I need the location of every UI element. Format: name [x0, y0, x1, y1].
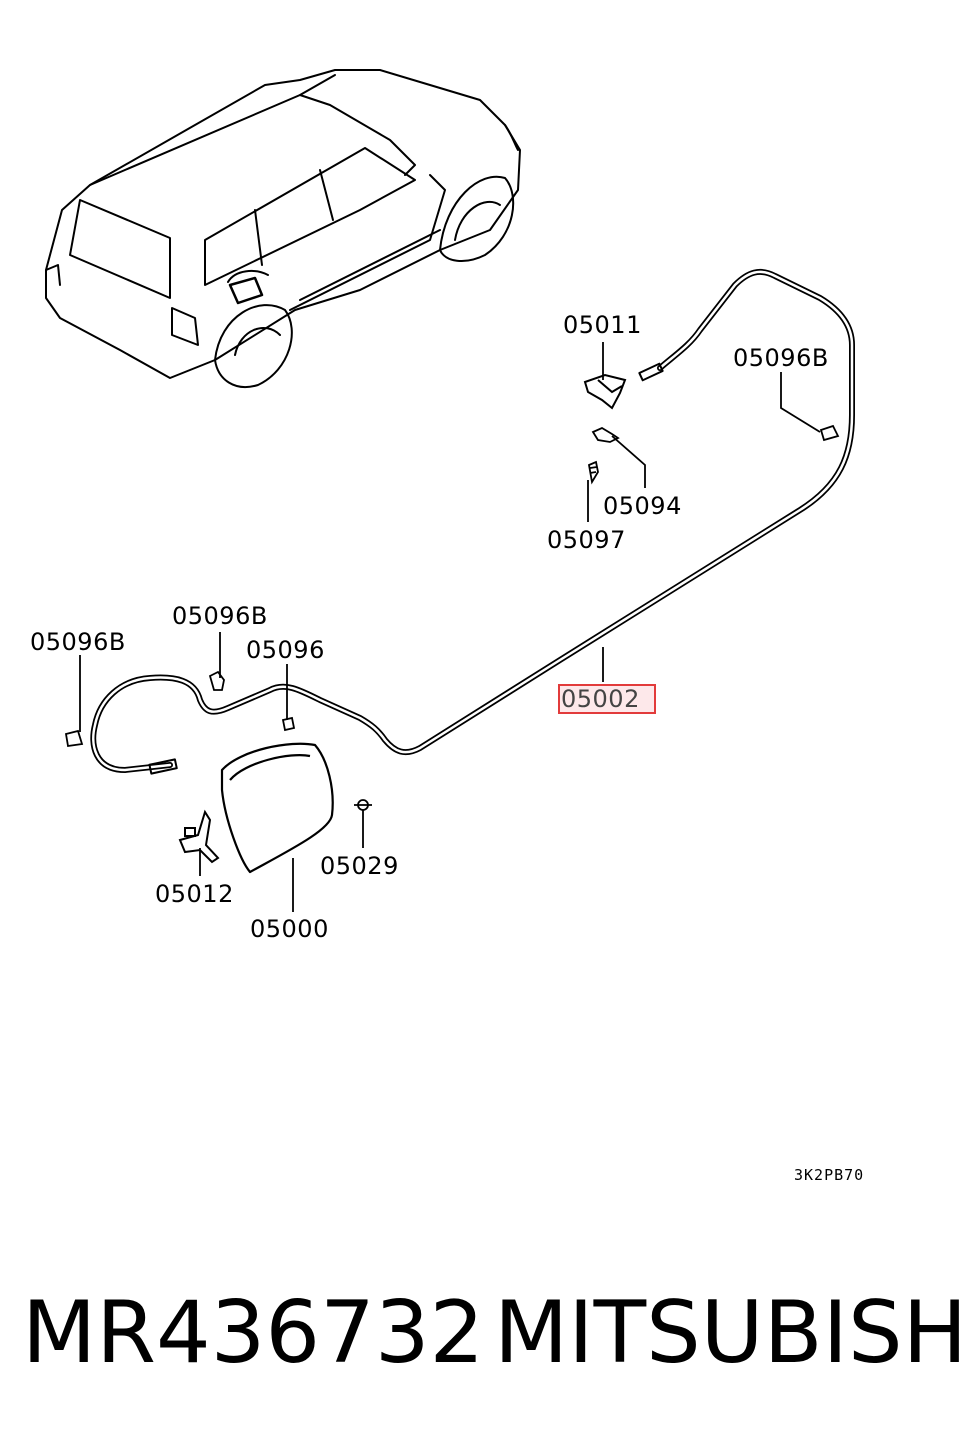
callout-05094: 05094	[603, 492, 682, 520]
release-lever	[583, 373, 627, 410]
callout-05002-highlighted[interactable]: 05002	[558, 684, 656, 714]
callout-05096: 05096	[246, 636, 325, 664]
callout-05097: 05097	[547, 526, 626, 554]
lid-hinge	[178, 809, 220, 864]
vehicle-illustration	[45, 69, 521, 388]
callout-05096b-left: 05096B	[30, 628, 126, 656]
brand-name: MITSUBISHI	[494, 1283, 960, 1383]
part-number: MR436732	[22, 1283, 485, 1383]
callout-05096b-right: 05096B	[733, 344, 829, 372]
callout-05012: 05012	[155, 880, 234, 908]
callout-05011: 05011	[563, 311, 642, 339]
fuel-lid	[220, 742, 334, 874]
leader-lines	[79, 342, 821, 912]
release-cable	[90, 268, 855, 775]
callout-05096b-mid: 05096B	[172, 602, 268, 630]
callout-05000: 05000	[250, 915, 329, 943]
callout-05029: 05029	[320, 852, 399, 880]
diagram-code: 3K2PB70	[794, 1166, 865, 1184]
